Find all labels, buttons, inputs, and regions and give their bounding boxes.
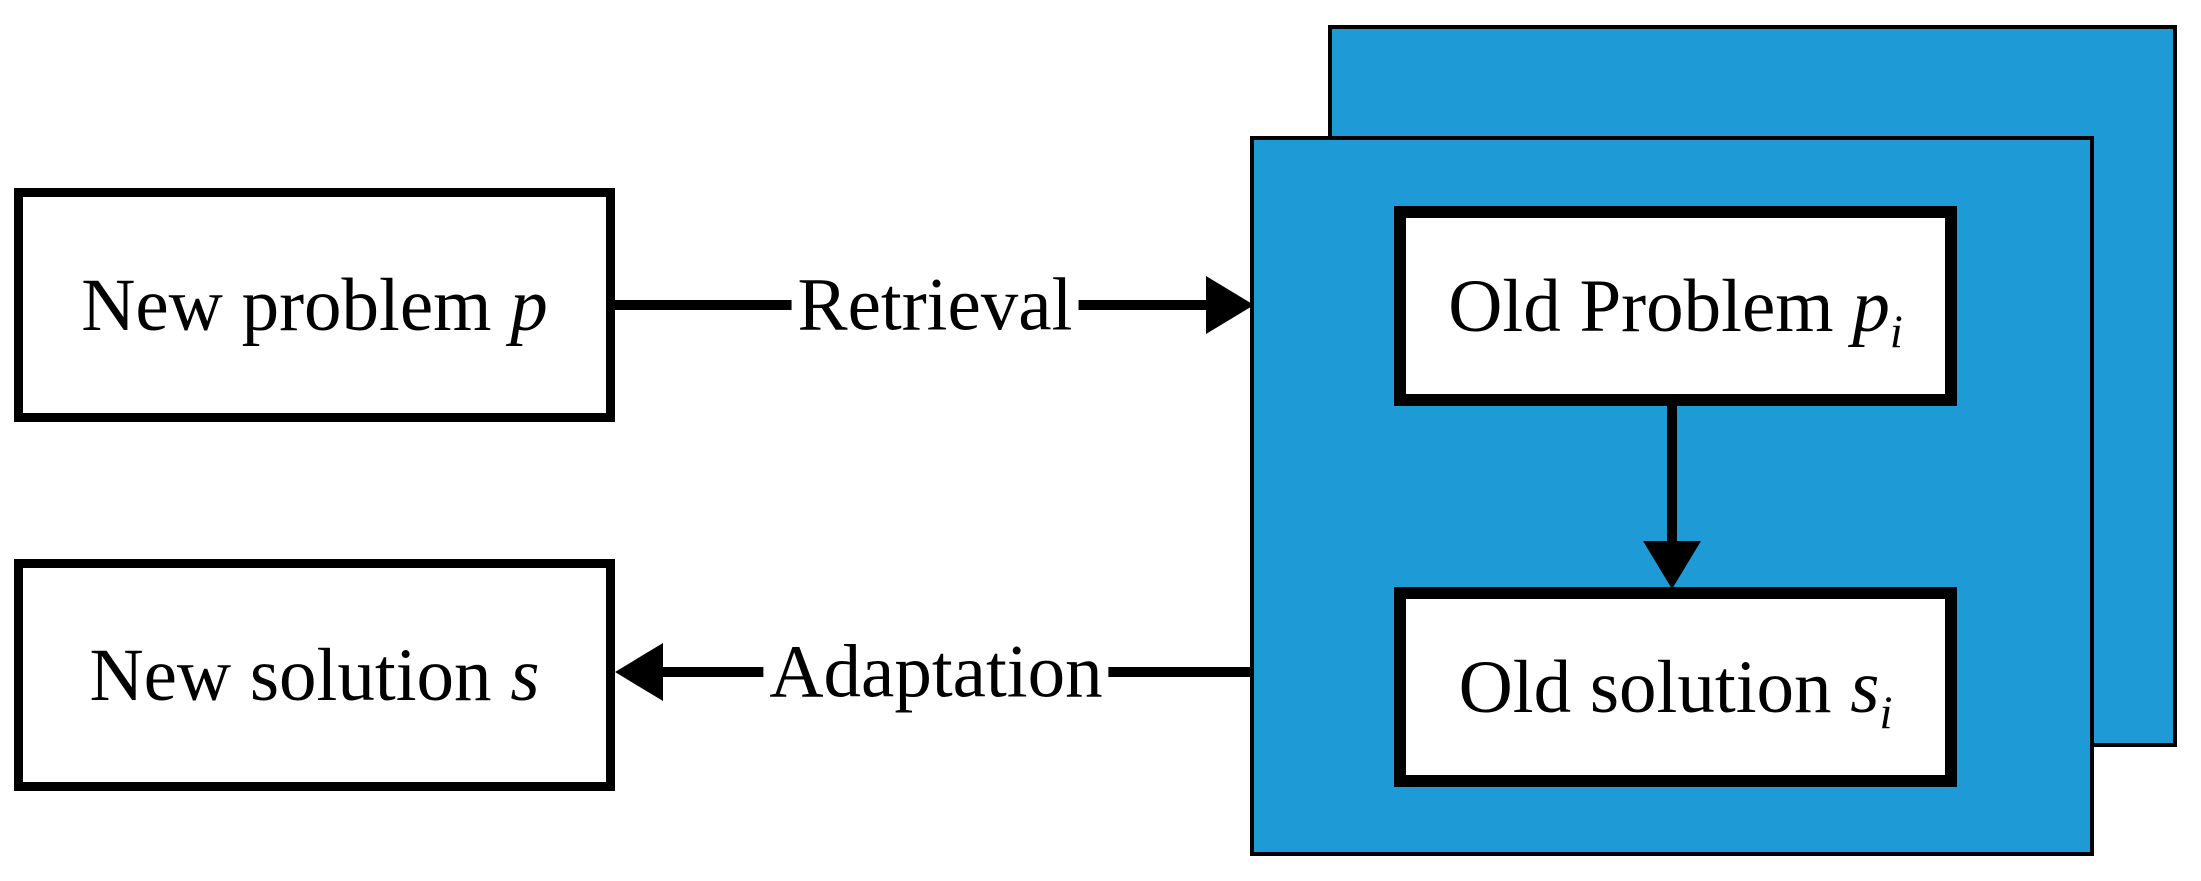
retrieval-arrowhead-icon: [1206, 276, 1254, 334]
new-solution-label: New solution s: [89, 633, 540, 717]
adaptation-arrowhead-icon: [615, 643, 663, 701]
old-solution-box: Old solution si: [1394, 587, 1957, 787]
old-solution-label: Old solution si: [1458, 645, 1893, 739]
new-solution-box: New solution s: [14, 559, 615, 791]
old-problem-box: Old Problem pi: [1394, 206, 1957, 406]
old-problem-label: Old Problem pi: [1448, 264, 1903, 358]
old-problem-to-old-solution-arrowhead-icon: [1643, 541, 1701, 589]
old-problem-to-old-solution-line: [1667, 404, 1677, 549]
new-problem-label: New problem p: [81, 263, 548, 347]
new-problem-box: New problem p: [14, 188, 615, 422]
retrieval-label: Retrieval: [791, 267, 1079, 343]
adaptation-label: Adaptation: [763, 634, 1109, 710]
